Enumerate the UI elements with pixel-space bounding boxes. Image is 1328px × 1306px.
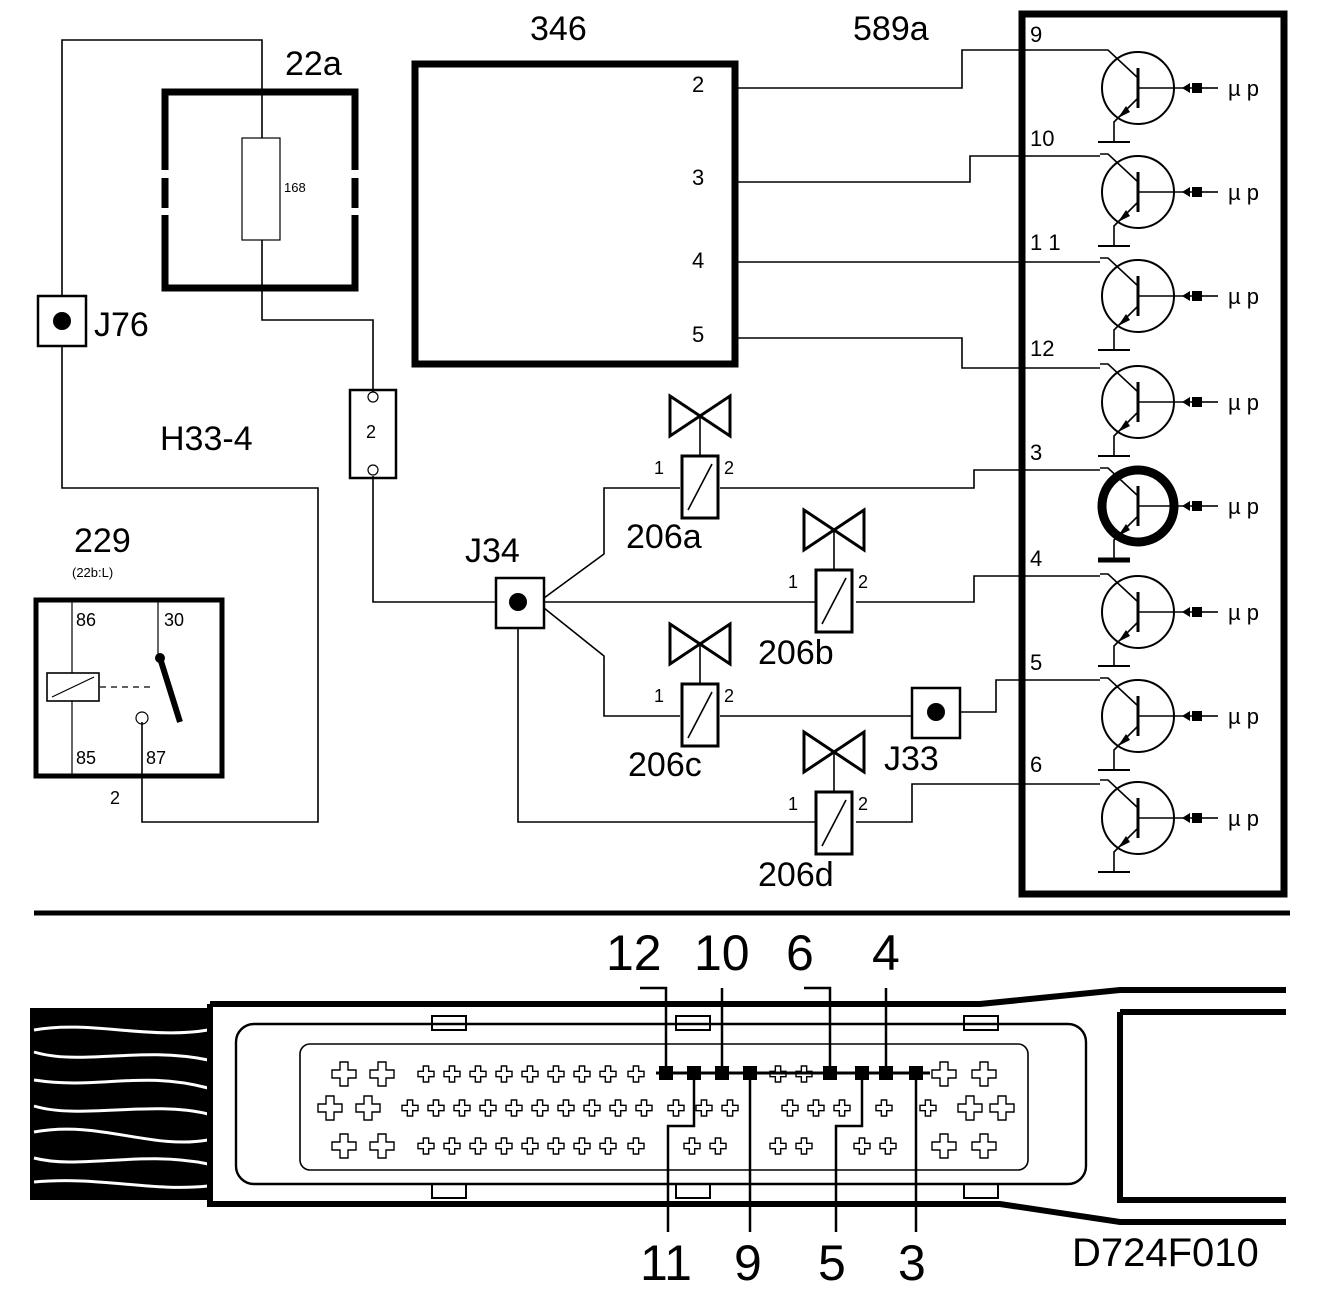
ecu-589a-box: [1018, 10, 1288, 898]
ecu-pin-label: 6: [1030, 752, 1042, 777]
valve-label: 206b: [758, 634, 834, 672]
valve-pin-2: 2: [858, 794, 868, 814]
ecu-pin-label: 5: [1030, 650, 1042, 675]
relay-229: [33, 597, 225, 779]
h33-label: H33-4: [160, 420, 253, 458]
connector-label-12: 12: [606, 925, 662, 981]
mu-p-label: µ p: [1228, 180, 1259, 205]
j76-dot: [53, 312, 71, 330]
valve-label: 206c: [628, 746, 702, 784]
ecu-transistor-7: µ p 5: [1030, 650, 1259, 771]
ecu-transistor-2: µ p 10: [1030, 126, 1259, 247]
module-346-title: 346: [530, 10, 587, 48]
valve-label: 206a: [626, 518, 702, 556]
ecu-transistor-4: µ p 12: [1030, 336, 1259, 457]
valve-pin-1: 1: [654, 458, 664, 478]
fuse-label: 168: [284, 180, 306, 195]
valve-pin-1: 1: [788, 572, 798, 592]
wire-conn-j34: [372, 476, 496, 603]
ecu-transistor-1: µ p 9: [1030, 22, 1259, 143]
valve-pin-2: 2: [724, 686, 734, 706]
ecu-connector-drawing: [30, 987, 1286, 1225]
fuse-box-title: 22a: [285, 45, 342, 83]
ecu-pin-label: 4: [1030, 546, 1042, 571]
wire-j76-fuse: [61, 39, 263, 296]
j34-label: J34: [465, 532, 520, 570]
mu-p-label: µ p: [1228, 494, 1259, 519]
valve-206d: 1 2 206d: [758, 729, 868, 894]
module-346-pin-3: 3: [692, 165, 704, 190]
connector-label-5: 5: [818, 1235, 846, 1291]
connector-label-6: 6: [786, 925, 814, 981]
relay-wire-label: 2: [110, 788, 120, 808]
connector-label-4: 4: [872, 925, 900, 981]
ecu-pin-label: 10: [1030, 126, 1054, 151]
mu-p-label: µ p: [1228, 284, 1259, 309]
ecu-pin-label: 12: [1030, 336, 1054, 361]
relay-subtitle: (22b:L): [72, 565, 113, 580]
drawing-code: D724F010: [1072, 1231, 1259, 1275]
relay-title: 229: [74, 522, 131, 560]
valve-206b: 1 2 206b: [758, 507, 868, 672]
ecu-transistor-3: µ p 1 1: [1030, 230, 1259, 351]
ecu-589a-title: 589a: [853, 10, 929, 48]
connector-label-11: 11: [640, 1235, 692, 1291]
valve-206c: 1 2 206c: [628, 621, 734, 784]
module-346-pin-5: 5: [692, 322, 704, 347]
junction-j33: [910, 686, 962, 740]
connector-label-10: 10: [694, 925, 750, 981]
relay-pin-85: 85: [76, 748, 96, 768]
relay-pin-86: 86: [76, 610, 96, 630]
valve-pin-2: 2: [724, 458, 734, 478]
j76-label: J76: [94, 306, 149, 344]
mu-p-label: µ p: [1228, 600, 1259, 625]
connector-2-label: 2: [366, 422, 376, 442]
connector-label-9: 9: [734, 1235, 762, 1291]
module-346-box: [411, 60, 739, 368]
ecu-transistor-8: µ p 6: [1030, 752, 1259, 873]
ecu-pin-label: 9: [1030, 22, 1042, 47]
valve-206a: 1 2 206a: [626, 393, 734, 556]
mu-p-label: µ p: [1228, 806, 1259, 831]
valve-pin-1: 1: [654, 686, 664, 706]
module-346-pin-2: 2: [692, 72, 704, 97]
fuse-168: [241, 137, 281, 241]
wire-j76-relay: [61, 346, 319, 823]
module-346-pin-4: 4: [692, 248, 704, 273]
ecu-pin-label: 3: [1030, 440, 1042, 465]
ecu-transistor-6: µ p 4: [1030, 546, 1259, 667]
connector-label-3: 3: [898, 1235, 926, 1291]
ecu-pin-label: 1 1: [1030, 230, 1061, 255]
relay-pin-30: 30: [164, 610, 184, 630]
mu-p-label: µ p: [1228, 704, 1259, 729]
relay-pin-87: 87: [146, 748, 166, 768]
j33-label: J33: [884, 740, 939, 778]
ecu-transistor-5: µ p 3: [1030, 440, 1259, 563]
valve-pin-1: 1: [788, 794, 798, 814]
valve-label: 206d: [758, 856, 834, 894]
mu-p-label: µ p: [1228, 390, 1259, 415]
valve-pin-2: 2: [858, 572, 868, 592]
fuse-box-22a: [161, 88, 359, 292]
mu-p-label: µ p: [1228, 76, 1259, 101]
